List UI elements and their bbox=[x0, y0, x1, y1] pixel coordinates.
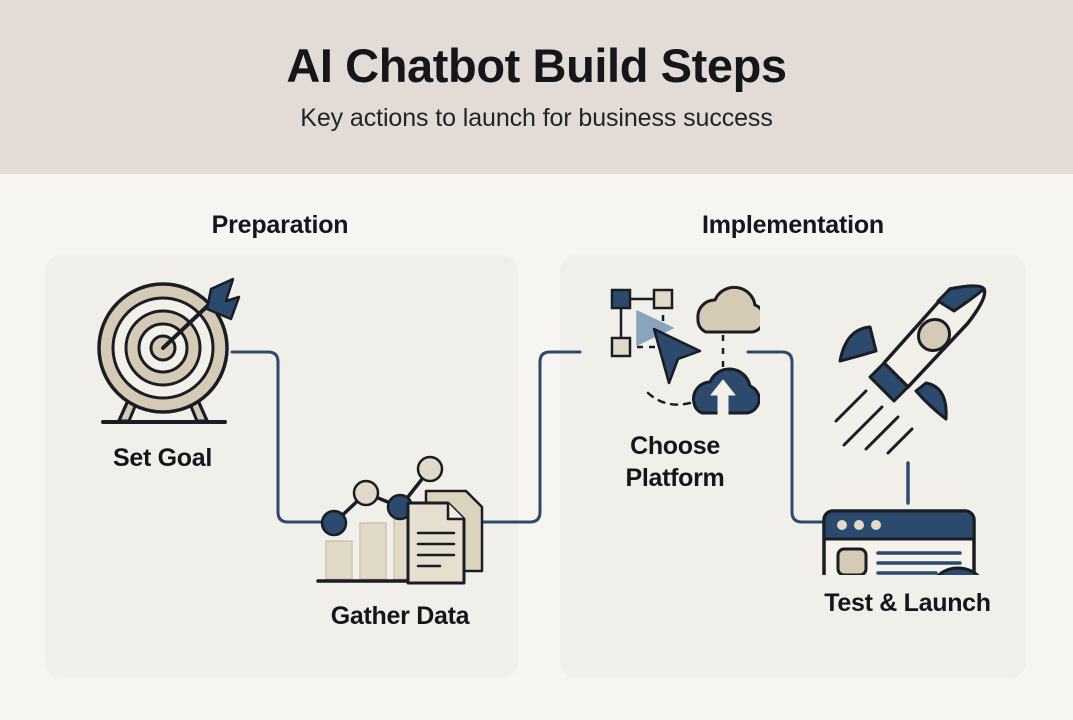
page-title: AI Chatbot Build Steps bbox=[286, 39, 787, 93]
step-icon-wrap bbox=[300, 445, 500, 590]
cursor-cloud-icon bbox=[610, 285, 760, 416]
step-icon-wrap bbox=[800, 275, 1015, 575]
step-icon-wrap bbox=[60, 275, 265, 430]
page-subtitle: Key actions to launch for business succe… bbox=[300, 103, 773, 132]
step-gather-data[interactable]: Gather Data bbox=[300, 445, 500, 632]
section-heading-implementation: Implementation bbox=[702, 211, 884, 239]
step-test-launch[interactable]: Test & Launch bbox=[800, 275, 1015, 619]
rocket-browser-check-icon bbox=[822, 284, 987, 575]
chart-documents-icon bbox=[315, 455, 483, 585]
step-icon-wrap bbox=[580, 275, 770, 420]
header-band: AI Chatbot Build Steps Key actions to la… bbox=[0, 0, 1073, 174]
step-label-set-goal: Set Goal bbox=[112, 444, 213, 472]
step-label-choose-platform: Choose Platform bbox=[625, 432, 725, 492]
step-choose-platform[interactable]: Choose Platform bbox=[580, 275, 770, 494]
step-set-goal[interactable]: Set Goal bbox=[60, 275, 265, 474]
target-arrow-icon bbox=[96, 277, 240, 424]
step-label-gather-data: Gather Data bbox=[330, 602, 470, 630]
step-label-test-launch: Test & Launch bbox=[824, 589, 991, 617]
section-heading-preparation: Preparation bbox=[211, 211, 349, 239]
